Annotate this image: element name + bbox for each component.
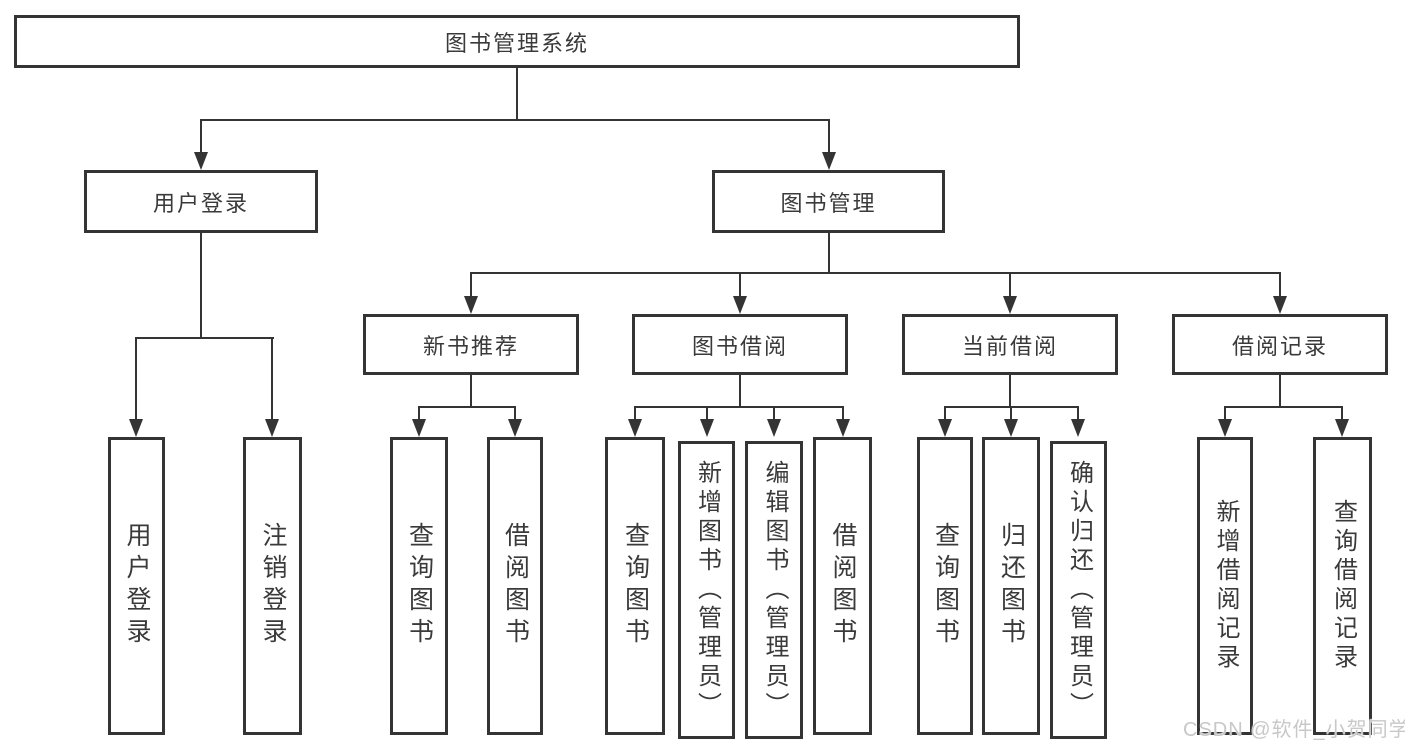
arrowhead-down-icon bbox=[464, 296, 478, 314]
node-label: 借阅记录 bbox=[1231, 333, 1328, 359]
arrowhead-down-icon bbox=[412, 419, 426, 437]
node-label: 查询图书 bbox=[405, 522, 434, 650]
connector-line bbox=[135, 337, 137, 421]
node-borrowing-records: 借阅记录 bbox=[1172, 314, 1388, 375]
leaf-query-books-current: 查询图书 bbox=[917, 437, 973, 735]
leaf-logout: 注销登录 bbox=[243, 437, 302, 735]
connector-line bbox=[1010, 406, 1012, 421]
arrowhead-down-icon bbox=[628, 419, 642, 437]
leaf-add-books-admin: 新增图书（管理员） bbox=[678, 441, 735, 739]
arrowhead-down-icon bbox=[1071, 419, 1085, 437]
arrowhead-down-icon bbox=[822, 152, 836, 170]
connector-line bbox=[1279, 272, 1281, 299]
arrowhead-down-icon bbox=[508, 419, 522, 437]
arrowhead-down-icon bbox=[265, 419, 279, 437]
node-label: 归还图书 bbox=[997, 522, 1026, 650]
connector-line bbox=[514, 406, 516, 421]
arrowhead-down-icon bbox=[1003, 296, 1017, 314]
connector-line bbox=[634, 406, 844, 408]
connector-line bbox=[773, 406, 775, 421]
arrowhead-down-icon bbox=[1335, 419, 1349, 437]
node-label: 查询图书 bbox=[621, 522, 650, 650]
node-label: 用户登录 bbox=[123, 522, 151, 650]
connector-line bbox=[200, 119, 202, 155]
node-label: 图书借阅 bbox=[691, 333, 788, 359]
arrowhead-down-icon bbox=[767, 419, 781, 437]
connector-line bbox=[1009, 375, 1011, 408]
arrowhead-down-icon bbox=[194, 152, 208, 170]
connector-line bbox=[739, 272, 741, 299]
connector-line bbox=[200, 119, 830, 121]
arrowhead-down-icon bbox=[1004, 419, 1018, 437]
node-label: 图书管理 bbox=[780, 190, 877, 216]
arrowhead-down-icon bbox=[733, 296, 747, 314]
connector-line bbox=[135, 337, 274, 339]
connector-line bbox=[1341, 406, 1343, 421]
leaf-borrow-books-recommend: 借阅图书 bbox=[487, 437, 543, 735]
connector-line bbox=[418, 406, 516, 408]
leaf-add-borrow-record: 新增借阅记录 bbox=[1197, 437, 1253, 735]
node-label: 查询图书 bbox=[931, 522, 960, 650]
leaf-query-books-borrowing: 查询图书 bbox=[605, 437, 665, 735]
arrowhead-down-icon bbox=[1218, 419, 1232, 437]
arrowhead-down-icon bbox=[700, 419, 714, 437]
leaf-confirm-return-admin: 确认归还（管理员） bbox=[1050, 441, 1107, 739]
connector-line bbox=[828, 119, 830, 155]
connector-line bbox=[516, 68, 518, 121]
node-book-management: 图书管理 bbox=[712, 170, 945, 233]
arrowhead-down-icon bbox=[129, 419, 143, 437]
leaf-edit-books-admin: 编辑图书（管理员） bbox=[745, 441, 803, 739]
node-label: 编辑图书（管理员） bbox=[761, 459, 788, 721]
connector-line bbox=[470, 375, 472, 408]
node-label: 图书管理系统 bbox=[444, 30, 589, 56]
leaf-query-borrow-record: 查询借阅记录 bbox=[1313, 437, 1372, 735]
node-label: 当前借阅 bbox=[961, 333, 1058, 359]
node-current-borrowing: 当前借阅 bbox=[902, 314, 1118, 375]
node-user-login: 用户登录 bbox=[84, 170, 318, 233]
node-book-borrowing: 图书借阅 bbox=[632, 314, 848, 375]
leaf-query-books-recommend: 查询图书 bbox=[390, 437, 448, 735]
connector-line bbox=[1279, 375, 1281, 408]
arrowhead-down-icon bbox=[1273, 296, 1287, 314]
connector-line bbox=[418, 406, 420, 421]
node-label: 新增借阅记录 bbox=[1212, 499, 1239, 673]
node-label: 新增图书（管理员） bbox=[693, 459, 721, 721]
connector-line bbox=[634, 406, 636, 421]
leaf-user-login: 用户登录 bbox=[108, 437, 165, 735]
csdn-watermark: CSDN @软件_小贺同学 bbox=[1183, 719, 1405, 741]
connector-line bbox=[1224, 406, 1226, 421]
connector-line bbox=[739, 375, 741, 408]
connector-line bbox=[271, 337, 273, 421]
connector-line bbox=[842, 406, 844, 421]
connector-line bbox=[1224, 406, 1343, 408]
arrowhead-down-icon bbox=[938, 419, 952, 437]
node-label: 注销登录 bbox=[259, 522, 287, 650]
leaf-borrow-books: 借阅图书 bbox=[813, 437, 872, 735]
arrowhead-down-icon bbox=[836, 419, 850, 437]
node-label: 确认归还（管理员） bbox=[1065, 459, 1093, 721]
connector-line bbox=[200, 233, 202, 339]
connector-line bbox=[1077, 406, 1079, 421]
connector-line bbox=[706, 406, 708, 421]
node-new-book-recommendation: 新书推荐 bbox=[363, 314, 579, 375]
node-label: 借阅图书 bbox=[501, 522, 530, 650]
connector-line bbox=[470, 272, 1281, 274]
connector-line bbox=[1009, 272, 1011, 299]
node-label: 借阅图书 bbox=[829, 522, 857, 650]
node-label: 用户登录 bbox=[152, 190, 249, 216]
node-label: 查询借阅记录 bbox=[1329, 499, 1357, 673]
leaf-return-books: 归还图书 bbox=[982, 437, 1040, 735]
connector-line bbox=[944, 406, 946, 421]
node-library-management-system: 图书管理系统 bbox=[14, 15, 1020, 68]
connector-line bbox=[828, 233, 830, 274]
node-label: 新书推荐 bbox=[422, 333, 519, 359]
connector-line bbox=[470, 272, 472, 299]
